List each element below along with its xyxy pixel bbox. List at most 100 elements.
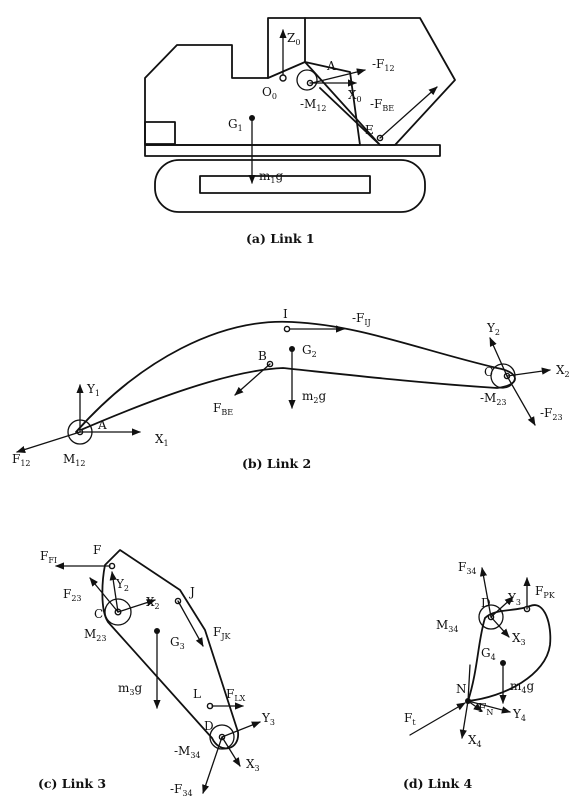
label-o0: O0 <box>262 85 277 101</box>
label-f23: -F23 <box>540 406 563 422</box>
label-b: B <box>258 349 267 363</box>
caption-link-1: (a) Link 1 <box>246 231 315 246</box>
label-i: I <box>283 307 288 321</box>
link4-x4-axis <box>459 700 469 739</box>
link3-force-f23 <box>89 577 119 613</box>
link3-y2-axis <box>109 571 119 613</box>
label-x1: X1 <box>155 432 169 448</box>
label-x2: X2 <box>556 363 570 379</box>
label-f: F <box>93 543 101 557</box>
label-a: A <box>326 59 336 73</box>
label-x2: X2 <box>146 595 160 611</box>
label-c: C <box>94 607 103 621</box>
label-ffi: FFI <box>40 549 57 565</box>
label-g2: G2 <box>302 343 317 359</box>
label-j: J <box>188 585 195 599</box>
link1-track-window <box>199 175 371 194</box>
label-m2g: m2g <box>302 389 326 405</box>
label-m12: -M12 <box>300 97 327 113</box>
label-fjk: FJK <box>213 625 232 641</box>
label-m4g: m4g <box>510 679 534 695</box>
link3-force-f34 <box>202 736 223 794</box>
link2-point-i <box>283 325 291 333</box>
label-fn: FN <box>478 701 493 717</box>
link4-bucket-outline <box>467 604 552 702</box>
link1-track <box>154 159 426 213</box>
label-x0: X0 <box>348 88 362 104</box>
label-m23: M23 <box>84 627 106 643</box>
link4-force-ft <box>409 702 466 736</box>
label-d: D <box>481 596 491 610</box>
label-fij: -FIJ <box>352 311 371 327</box>
label-e: E <box>365 123 374 137</box>
label-g4: G4 <box>481 646 496 662</box>
label-m3g: m3g <box>118 681 142 697</box>
caption-link-2: (b) Link 2 <box>242 456 311 471</box>
link3-force-fjk <box>177 600 204 647</box>
link3-y3-axis <box>221 721 261 738</box>
label-m1g: m1g <box>259 169 283 185</box>
link1-force-fbe <box>379 86 438 139</box>
label-f12: F12 <box>12 452 31 468</box>
link3-joint-d-circle <box>209 724 235 750</box>
link3-x3-axis <box>221 736 241 767</box>
label-y2: Y2 <box>486 321 500 337</box>
label-g3: G3 <box>170 635 185 651</box>
link2-force-f23 <box>506 375 536 426</box>
link4-x3-axis <box>490 616 510 638</box>
link3-joint-c-circle <box>104 598 132 626</box>
label-m23: -M23 <box>480 391 507 407</box>
label-f12: -F12 <box>372 57 395 73</box>
link2-y2-axis <box>489 337 508 377</box>
label-y1: Y1 <box>86 382 100 398</box>
link1-joint-a-circle <box>296 69 318 91</box>
label-y4: Y4 <box>512 707 526 723</box>
link1-boom-plate <box>267 61 381 146</box>
label-g1: G1 <box>228 117 243 133</box>
link1-point-o0 <box>279 74 287 82</box>
link2-joint-c-circle <box>490 363 516 389</box>
label-x4: X4 <box>468 733 482 749</box>
label-z0: Z0 <box>287 31 300 47</box>
label-m34: -M34 <box>174 744 201 760</box>
label-fbe: -FBE <box>370 97 394 113</box>
label-a: A <box>97 418 107 432</box>
panel-link-1: Z0 O0 A X0 -F12 -M12 E -FBE G1 m1g (a) L… <box>144 17 456 246</box>
link2-x2-axis <box>506 367 551 377</box>
label-x3: X3 <box>246 757 260 773</box>
link4-n-link <box>467 664 471 702</box>
panel-link-3: C M23 F FFI F23 Y2 X2 J FJK G3 m3g L FLX… <box>38 543 275 798</box>
label-y2: Y2 <box>115 577 129 593</box>
link3-arm-outline <box>101 549 239 750</box>
link4-force-fn <box>467 700 483 712</box>
caption-link-3: (c) Link 3 <box>38 776 106 791</box>
link4-y4-axis <box>467 700 511 714</box>
label-x3: X3 <box>512 631 526 647</box>
link3-x2-axis <box>117 599 156 613</box>
link1-force-f12 <box>311 68 366 84</box>
link2-force-f12 <box>16 431 81 453</box>
link1-base-plate <box>144 144 441 157</box>
label-m34: M34 <box>436 618 458 634</box>
link4-y3-axis <box>490 596 514 618</box>
link4-force-f34 <box>479 567 492 618</box>
label-y3: Y3 <box>261 711 275 727</box>
label-flx: FLX <box>226 687 246 703</box>
panel-link-4: D F34 Y3 FPK M34 X3 G4 m4g N FN Y4 Ft <box>403 560 556 791</box>
label-n: N <box>456 682 467 696</box>
label-l: L <box>193 687 201 701</box>
label-ft: Ft <box>404 711 416 727</box>
link1-window <box>144 121 176 145</box>
label-fbe: FBE <box>213 401 233 417</box>
label-y3: Y3 <box>507 591 521 607</box>
caption-link-4: (d) Link 4 <box>403 776 473 791</box>
link2-force-fbe <box>234 363 271 396</box>
label-f34: F34 <box>458 560 477 576</box>
label-c: C <box>484 365 493 379</box>
link4-joint-d-circle <box>478 604 504 630</box>
label-m12: M12 <box>63 452 85 468</box>
link2-boom-outline <box>75 320 516 433</box>
link1-front-frame <box>304 17 456 146</box>
panel-link-2: A Y1 X1 F12 M12 I -FIJ B FBE G2 m2g C Y2… <box>12 307 570 471</box>
